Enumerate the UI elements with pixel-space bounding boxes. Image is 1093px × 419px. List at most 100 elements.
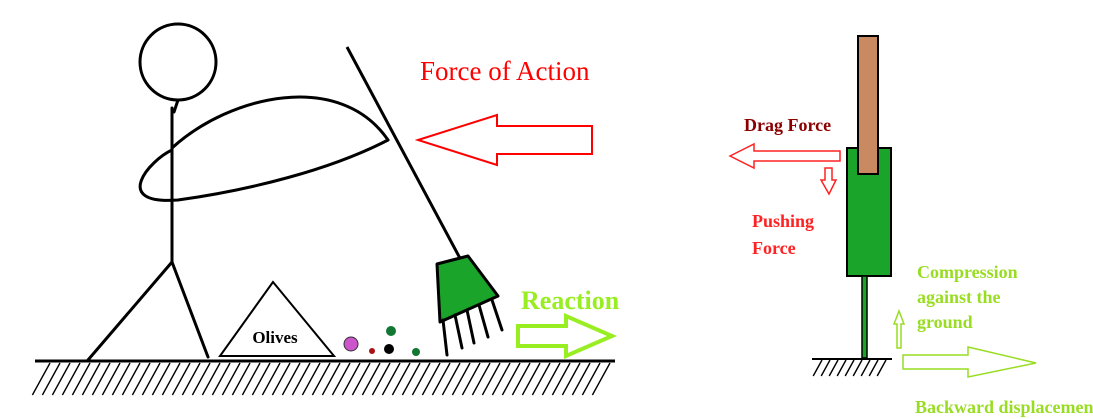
hatch-stroke	[351, 362, 371, 396]
olive-dot	[384, 344, 394, 354]
hatch-stroke	[171, 362, 191, 396]
rake-tooth	[477, 303, 490, 339]
hatch-stroke	[251, 362, 271, 396]
backward-displacement-label: Backward displacement of teeth	[915, 397, 1093, 417]
hatch-stroke	[828, 359, 839, 377]
hatch-stroke	[41, 362, 61, 396]
hatch-stroke	[101, 362, 121, 396]
rake-handle	[345, 46, 464, 263]
hatch-stroke	[121, 362, 141, 396]
hatch-stroke	[61, 362, 81, 396]
hatch-stroke	[421, 362, 441, 396]
pushing-force-arrow	[819, 167, 838, 196]
hatch-stroke	[381, 362, 401, 396]
compression-arrow	[892, 308, 906, 349]
stick-figure-neck	[172, 98, 180, 114]
wooden-handle	[857, 35, 879, 175]
force-of-action-arrow	[414, 113, 593, 167]
hatch-stroke	[411, 362, 431, 396]
hatch-stroke	[581, 362, 601, 396]
hatch-stroke	[451, 362, 471, 396]
hatch-stroke	[571, 362, 591, 396]
stick-figure-left-leg	[86, 260, 174, 362]
force-of-action-label: Force of Action	[420, 56, 590, 86]
hatch-stroke	[511, 362, 531, 396]
hatch-stroke	[820, 359, 831, 377]
hatch-stroke	[591, 362, 611, 396]
left-ground-hatching	[31, 362, 611, 396]
hatch-stroke	[31, 362, 51, 396]
rake-tooth	[441, 318, 449, 357]
hatch-stroke	[481, 362, 501, 396]
hatch-stroke	[501, 362, 521, 396]
hatch-stroke	[231, 362, 251, 396]
drag-force-label: Drag Force	[744, 115, 831, 135]
hatch-stroke	[141, 362, 161, 396]
hatch-stroke	[71, 362, 91, 396]
hatch-stroke	[844, 359, 855, 377]
rake-head	[435, 254, 500, 324]
hatch-stroke	[81, 362, 101, 396]
rake-teeth	[441, 298, 504, 357]
hatch-stroke	[860, 359, 871, 377]
tooth-holder	[846, 147, 892, 277]
hatch-stroke	[876, 359, 887, 377]
hatch-stroke	[241, 362, 261, 396]
hatch-stroke	[191, 362, 211, 396]
rake-tooth-assembly	[846, 35, 892, 359]
stick-figure-head	[138, 22, 218, 102]
rake-tooth	[465, 308, 476, 345]
hatch-stroke	[521, 362, 541, 396]
hatch-stroke	[461, 362, 481, 396]
hatch-stroke	[51, 362, 71, 396]
hatch-stroke	[291, 362, 311, 396]
hatch-stroke	[261, 362, 281, 396]
hatch-stroke	[161, 362, 181, 396]
hatch-stroke	[431, 362, 451, 396]
hatch-stroke	[131, 362, 151, 396]
hatch-stroke	[361, 362, 381, 396]
hatch-stroke	[541, 362, 561, 396]
olive-dot	[369, 348, 375, 354]
tooth-stem	[861, 275, 868, 359]
hatch-stroke	[181, 362, 201, 396]
hatch-stroke	[491, 362, 511, 396]
hatch-stroke	[341, 362, 361, 396]
reaction-arrow	[516, 312, 618, 360]
hatch-stroke	[868, 359, 879, 377]
hatch-stroke	[331, 362, 351, 396]
rake-tooth	[490, 298, 504, 332]
olive-dot	[412, 348, 420, 356]
hatch-stroke	[852, 359, 863, 377]
olive-dot	[386, 326, 396, 336]
hatch-stroke	[221, 362, 241, 396]
olive-pile	[218, 280, 337, 357]
hatch-stroke	[391, 362, 411, 396]
hatch-stroke	[281, 362, 301, 396]
olives-label: Olives	[252, 328, 298, 347]
reaction-label: Reaction	[521, 286, 620, 315]
olive-dot	[343, 336, 359, 352]
rake	[345, 46, 504, 357]
left-diagram: Olives Force of Action Reaction	[31, 22, 620, 396]
backward-displacement-arrow	[902, 346, 1037, 378]
pushing-force-label-line1: Pushing	[752, 211, 814, 231]
hatch-stroke	[371, 362, 391, 396]
stick-figure	[86, 22, 390, 362]
right-diagram: Drag Force Pushing Force Compression aga…	[728, 35, 1093, 417]
hatch-stroke	[561, 362, 581, 396]
hatch-stroke	[812, 359, 823, 377]
hatch-stroke	[441, 362, 461, 396]
olive-dots	[343, 326, 420, 356]
hatch-stroke	[201, 362, 221, 396]
hatch-stroke	[311, 362, 331, 396]
hatch-stroke	[471, 362, 491, 396]
stick-figure-upper-arm	[170, 95, 390, 150]
hatch-stroke	[271, 362, 291, 396]
hatch-stroke	[301, 362, 321, 396]
compression-label-line2: against the	[917, 287, 1001, 307]
right-ground-hatching	[812, 359, 887, 377]
hatch-stroke	[836, 359, 847, 377]
hatch-stroke	[151, 362, 171, 396]
